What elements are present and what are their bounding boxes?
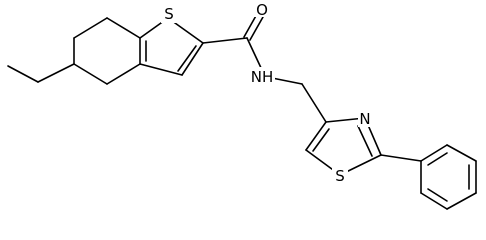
bond-ethyl-ch3 xyxy=(7,65,39,83)
bond-ring6-6 xyxy=(73,63,108,85)
atom-s-thiazole: S xyxy=(335,167,345,185)
bond-ph-double-a xyxy=(427,152,448,166)
bond-c2-carbonyl xyxy=(202,37,248,44)
bonds xyxy=(7,13,477,210)
atom-nh-amide: NH xyxy=(251,68,274,86)
bond-c2-c3-double xyxy=(177,45,197,72)
bond-c5-c4-double xyxy=(312,128,330,152)
bond-c5-c4 xyxy=(305,121,327,151)
bond-co-double-a xyxy=(243,13,258,38)
bond-n-ch2 xyxy=(271,77,303,85)
bond-ethyl-ch2 xyxy=(37,63,75,83)
bond-ring6-5 xyxy=(106,63,141,85)
structure-diagram: S O NH N S xyxy=(7,0,477,210)
atom-n-thiazole: N xyxy=(359,110,370,128)
bond-ring6-2 xyxy=(73,17,108,39)
bond-ph-5 xyxy=(420,192,448,210)
bond-c2-phenyl xyxy=(380,154,422,162)
bond-carbonyl-n xyxy=(246,37,263,71)
bond-ring6-3 xyxy=(106,17,141,39)
bond-ph-2 xyxy=(446,144,477,162)
bond-co-double-b xyxy=(249,16,264,41)
bond-n3-c2-double xyxy=(357,125,373,157)
bond-ph-1 xyxy=(420,144,448,162)
bond-c2-c3 xyxy=(181,42,204,76)
bond-ph-double-c xyxy=(427,188,448,202)
bond-ph-4 xyxy=(446,192,477,210)
bond-ch2-c4 xyxy=(301,83,327,123)
atom-s-thiophene: S xyxy=(164,5,174,23)
atom-o-carbonyl: O xyxy=(256,1,268,19)
atom-labels: S O NH N S xyxy=(161,0,373,185)
bond-c3-c3a xyxy=(139,63,183,76)
